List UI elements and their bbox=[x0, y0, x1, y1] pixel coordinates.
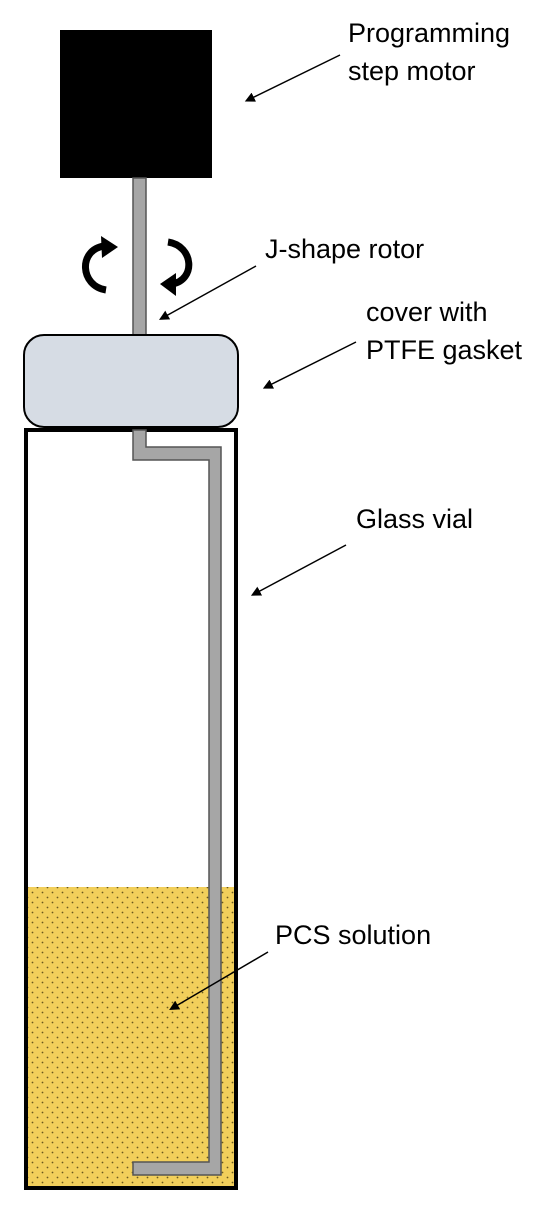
cover-label-line2: PTFE gasket bbox=[366, 335, 523, 365]
solution-pointer-arrow bbox=[169, 951, 269, 1011]
motor-label-line1: Programming bbox=[348, 18, 510, 48]
vial-cover bbox=[23, 334, 239, 428]
motor-pointer-arrow bbox=[244, 54, 341, 102]
rotor-label: J-shape rotor bbox=[265, 234, 424, 264]
glass-vial bbox=[24, 428, 238, 1190]
rotor-pointer-arrow bbox=[159, 265, 257, 320]
cover-pointer-arrow bbox=[262, 341, 357, 389]
step-motor bbox=[60, 30, 212, 178]
motor-label-line2: step motor bbox=[348, 56, 476, 86]
rotor-shaft bbox=[132, 177, 147, 339]
cover-label-line1: cover with bbox=[366, 297, 488, 327]
counterclockwise-arrow-icon bbox=[82, 236, 118, 294]
solution-label: PCS solution bbox=[275, 920, 431, 950]
vial-label: Glass vial bbox=[356, 504, 473, 534]
pcs-solution bbox=[28, 887, 234, 1187]
j-shape-rotor bbox=[132, 429, 222, 1176]
clockwise-arrow-icon bbox=[160, 238, 193, 296]
vial-pointer-arrow bbox=[250, 544, 347, 596]
